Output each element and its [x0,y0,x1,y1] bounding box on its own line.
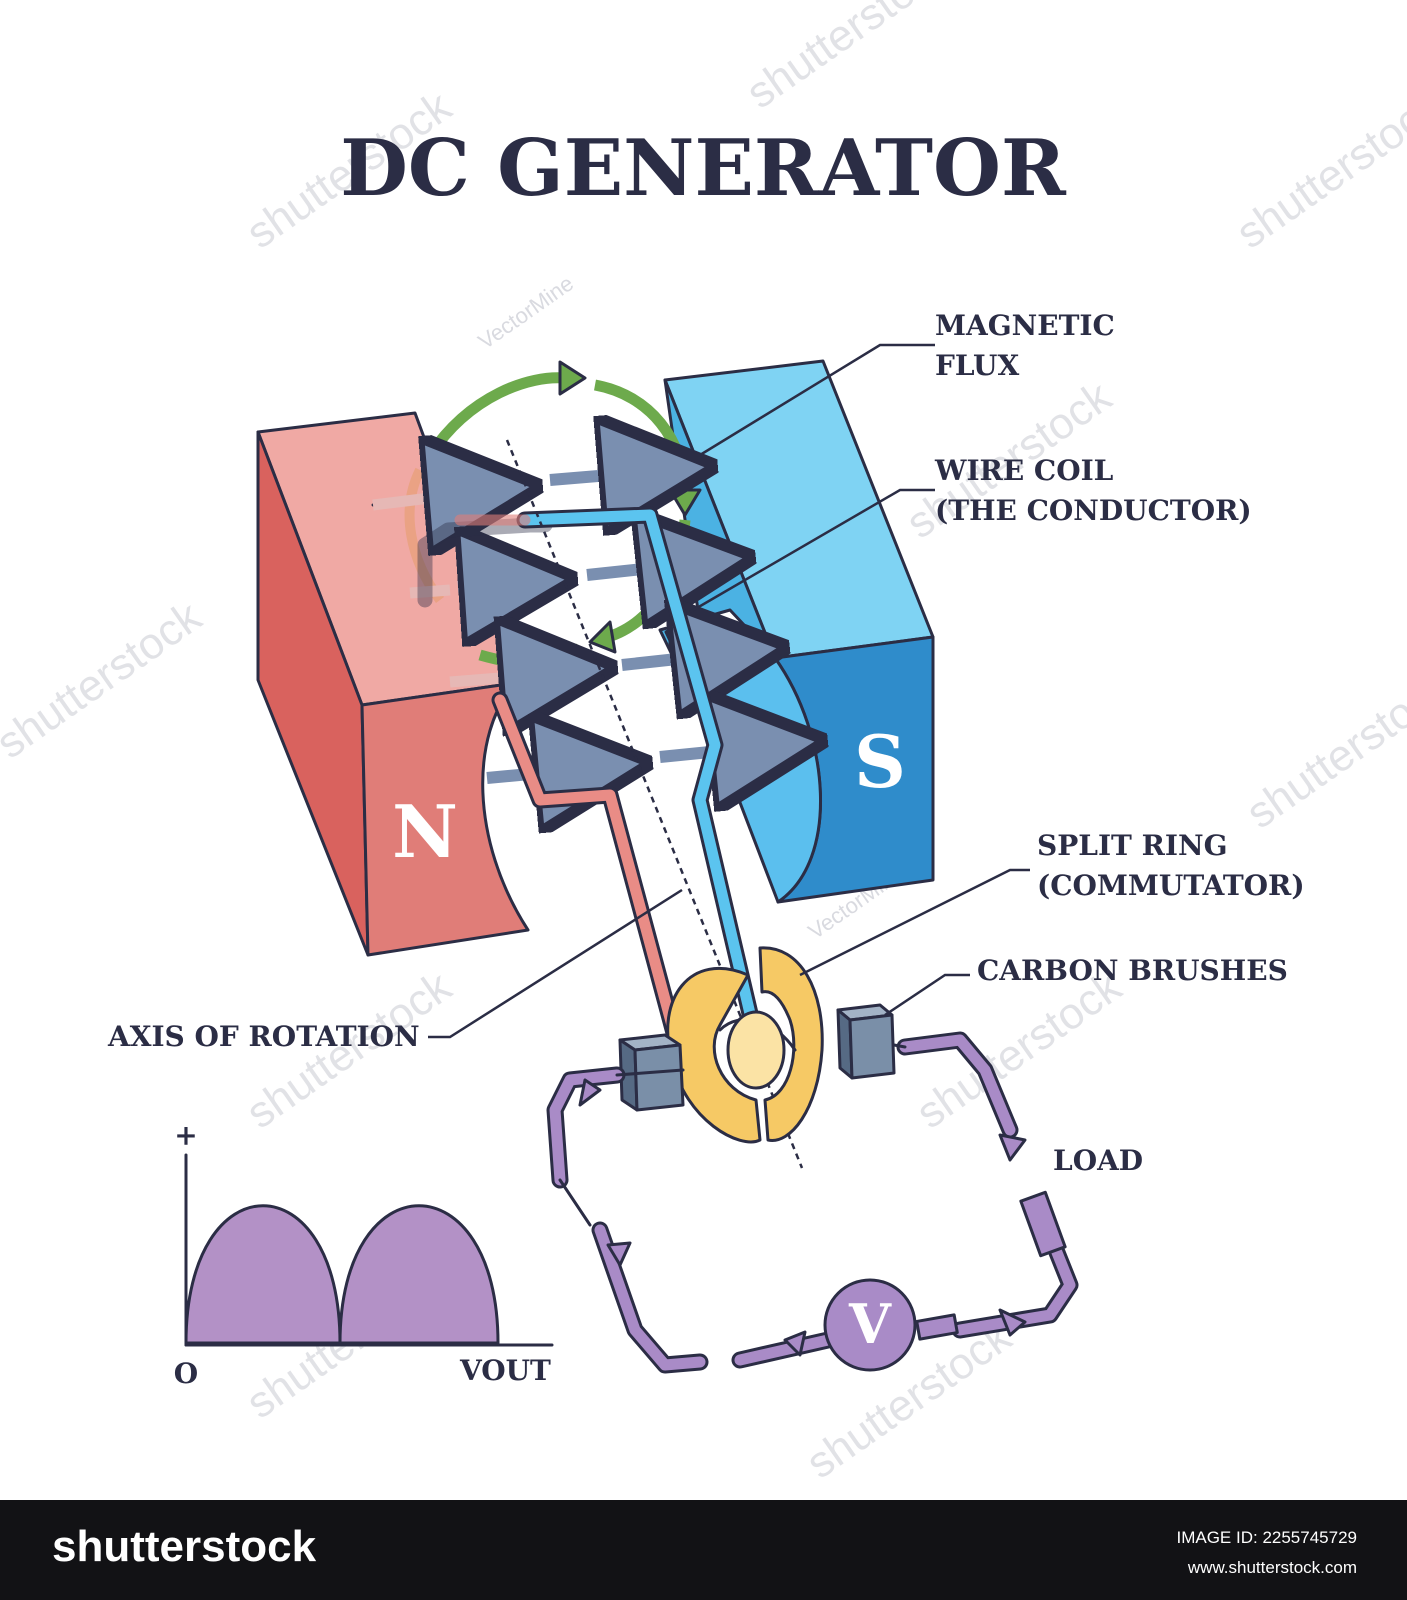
graph-x-label: VOUT [459,1354,551,1387]
wire-coil [417,506,764,1094]
label-wire-coil-line1: WIRE COIL [934,454,1114,487]
label-carbon-brushes: CARBON BRUSHES [977,954,1288,987]
north-pole-label: N [392,789,458,874]
label-magnetic-flux-line2: FLUX [935,349,1019,382]
external-circuit: V [546,1031,1079,1374]
footer-bar: shutterstock IMAGE ID: 2255745729 www.sh… [0,1500,1407,1600]
graph-origin-label: O [174,1357,198,1390]
voltmeter-label: V [848,1292,892,1356]
dc-generator-diagram: shutterstock shutterstock shutterstock s… [0,0,1407,1488]
split-ring-commutator [666,946,824,1144]
label-magnetic-flux-line1: MAGNETIC [935,309,1115,342]
label-load: LOAD [1053,1144,1143,1177]
graph-plus-label: + [174,1119,197,1152]
footer-site: www.shutterstock.com [1187,1558,1357,1577]
label-axis-of-rotation: AXIS OF ROTATION [107,1020,420,1053]
output-voltage-graph: + O VOUT [174,1119,554,1390]
label-wire-coil-line2: (THE CONDUCTOR) [935,494,1252,527]
label-split-ring-line1: SPLIT RING [1037,829,1228,862]
label-split-ring-line2: (COMMUTATOR) [1037,869,1305,902]
voltmeter [823,1278,917,1372]
watermark-text: VectorMine [474,270,578,354]
leader-lines [428,343,1030,1039]
watermark-text: shutterstock [0,591,211,768]
footer-brand: shutterstock [52,1522,317,1571]
footer-image-id: IMAGE ID: 2255745729 [1176,1528,1357,1547]
watermark-text: shutterstock [1238,661,1407,838]
watermark-text: shutterstock [738,0,961,118]
diagram-title: DC GENERATOR [340,123,1067,214]
south-pole-label: S [854,719,906,804]
watermark-text: shutterstock [1228,81,1407,258]
north-magnet: N [256,411,530,957]
